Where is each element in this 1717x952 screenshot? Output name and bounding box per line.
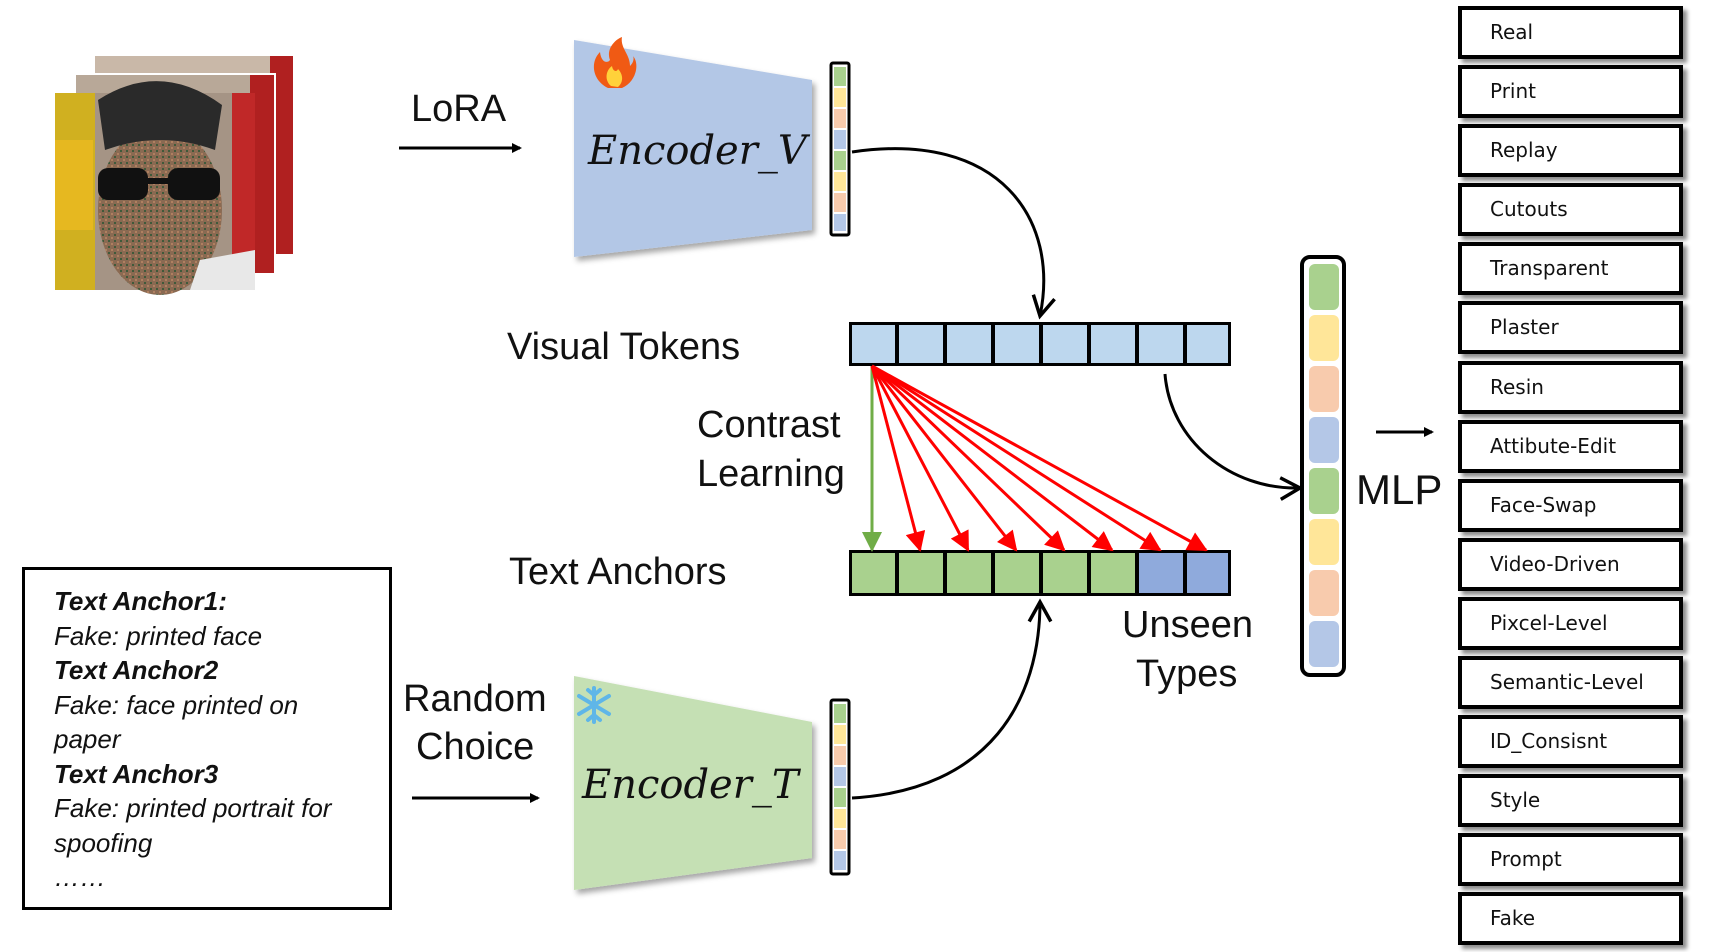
encoder-v-feature-vector [829,61,851,237]
lora-label: LoRA [411,88,507,130]
class-semantic-level: Semantic-Level [1458,656,1683,710]
text-anchor-3-body-line2: spoofing [54,827,153,858]
negative-pair-arrow-5 [871,364,1114,552]
class-style: Style [1458,774,1683,828]
class-replay: Replay [1458,124,1683,178]
encoder-t-block [574,676,812,890]
mlp-feature-vector [1300,255,1346,677]
text-anchor-1-heading: Text Anchor1: [54,586,227,616]
encoder-v-to-tokens-arrow [851,147,1056,320]
encoder-v-block [574,40,812,257]
fire-icon [593,37,637,88]
class-cutouts: Cutouts [1458,183,1683,237]
class-list: Real Print Replay Cutouts Transparent Pl… [1458,6,1683,952]
negative-pair-arrow-3 [870,365,1018,552]
text-anchor-3-heading: Text Anchor3 [54,758,219,789]
text-anchors-row [849,550,1231,596]
text-anchor-3-body-line1: Fake: printed portrait for [54,793,332,823]
class-resin: Resin [1458,360,1683,414]
class-pixel-level: Pixcel-Level [1458,596,1683,650]
contrast-arrows [862,364,1208,552]
class-fake: Fake [1458,892,1683,946]
encoder-t-to-anchors-arrow [851,598,1053,800]
visual-tokens-row [849,322,1231,366]
mlp-label: MLP [1356,466,1443,513]
text-anchor-2-body-line1: Fake: face printed on [54,689,299,720]
negative-pair-arrow-1 [870,365,926,552]
face-image-front [55,81,255,295]
class-id-consistent: ID_Consisnt [1458,715,1683,769]
encoder-t-label: Encoder_T [582,762,799,808]
text-anchor-2-body-line2: paper [54,724,121,754]
class-video-driven: Video-Driven [1458,537,1683,591]
random-label-line1: Random [403,678,547,720]
visual-tokens-label: Visual Tokens [507,326,741,368]
unseen-anchor-1 [1139,553,1183,593]
class-real: Real [1458,6,1683,59]
negative-pair-arrow-6 [871,364,1162,552]
text-anchor-examples-box: Text Anchor1: Fake: printed face Text An… [22,567,392,910]
class-face-swap: Face-Swap [1458,478,1683,532]
negative-pair-arrow-2 [870,365,970,552]
class-attribute-edit: Attibute-Edit [1458,419,1683,473]
face-image-stack [55,54,295,295]
tokens-to-mlp-arrow [1163,373,1304,501]
unseen-label-line2: Types [1136,653,1238,695]
text-anchor-1-body: Fake: printed face [54,620,263,651]
negative-pair-arrow-4 [870,364,1066,552]
class-transparent: Transparent [1458,242,1683,296]
encoder-v-label: Encoder_V [588,128,807,174]
unseen-label-line1: Unseen [1122,604,1253,646]
text-anchor-2-heading: Text Anchor2 [54,655,219,685]
encoder-t-feature-vector [829,698,851,876]
random-label-line2: Choice [416,726,535,768]
negative-pair-arrow-7 [871,364,1208,552]
text-anchor-ellipsis: …… [54,862,106,892]
class-prompt: Prompt [1458,833,1683,887]
unseen-anchor-2 [1187,553,1228,593]
text-anchors-label: Text Anchors [509,551,727,593]
snowflake-icon [577,686,611,724]
class-plaster: Plaster [1458,301,1683,355]
class-print: Print [1458,65,1683,119]
contrast-label-line1: Contrast [697,404,841,446]
contrast-label-line2: Learning [697,453,845,495]
